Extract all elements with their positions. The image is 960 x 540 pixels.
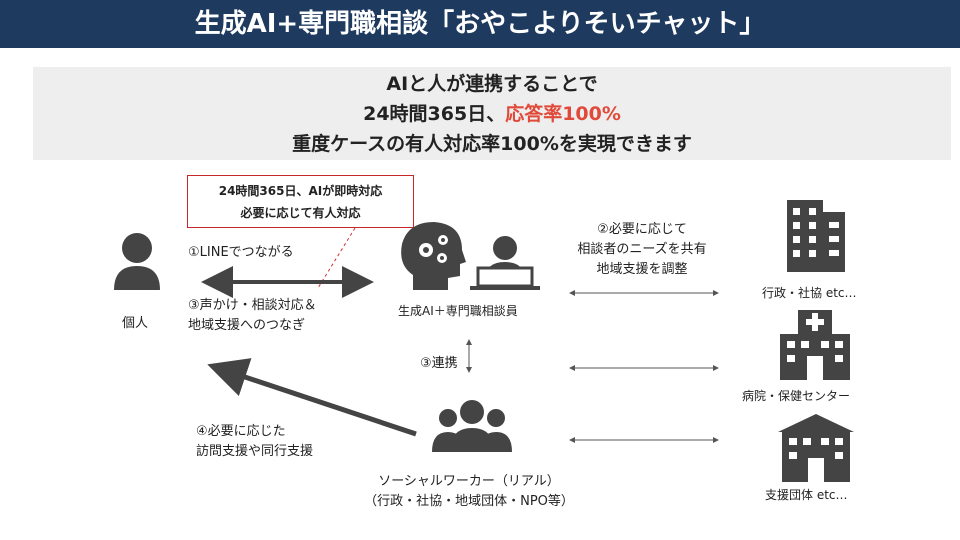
social-worker-label-1: ソーシャルワーカー（リアル） bbox=[378, 474, 560, 489]
banner-line-3: 重度ケースの有人対応率100%を実現できます bbox=[292, 133, 692, 155]
callout-leader bbox=[317, 227, 356, 289]
step3b-label: ③連携 bbox=[420, 356, 458, 371]
step3a-label-2: 地域支援へのつなぎ bbox=[188, 318, 306, 333]
office-building-icon bbox=[787, 200, 845, 272]
ai-callout: 24時間365日、AIが即時対応 必要に応じて有人対応 bbox=[187, 175, 414, 228]
arrow-outreach bbox=[207, 358, 417, 437]
banner-line-2: 24時間365日、応答率100% bbox=[363, 103, 621, 125]
step3a-label-1: ③声かけ・相談対応＆ bbox=[188, 298, 317, 313]
person-icon bbox=[114, 233, 160, 290]
summary-banner: AIと人が連携することで 24時間365日、応答率100% 重度ケースの有人対応… bbox=[33, 67, 951, 160]
step2-label: ②必要に応じて 相談者のニーズを共有 地域支援を調整 bbox=[577, 222, 707, 277]
step4-label-1: ④必要に応じた bbox=[196, 424, 286, 439]
social-worker-label-2: （行政・社協・地域団体・NPO等） bbox=[364, 494, 574, 509]
hospital-icon bbox=[780, 310, 850, 380]
page-title: 生成AI+専門職相談「おやこよりそいチャット」 bbox=[0, 0, 960, 48]
individual-label: 個人 bbox=[122, 316, 149, 331]
support-building-icon bbox=[778, 414, 854, 482]
staff-laptop-icon bbox=[470, 236, 540, 290]
support-label: 支援団体 etc… bbox=[765, 488, 848, 502]
gov-label: 行政・社協 etc… bbox=[762, 286, 857, 300]
ai-staff-label: 生成AI＋専門職相談員 bbox=[398, 304, 518, 318]
step1-label: ①LINEでつながる bbox=[188, 245, 294, 260]
ai-head-icon bbox=[401, 222, 466, 290]
group-icon bbox=[432, 400, 512, 452]
banner-line-1: AIと人が連携することで bbox=[386, 73, 598, 95]
step4-label-2: 訪問支援や同行支援 bbox=[196, 444, 314, 459]
hospital-label: 病院・保健センター bbox=[742, 389, 851, 403]
banner-accent: 応答率100% bbox=[505, 103, 621, 125]
